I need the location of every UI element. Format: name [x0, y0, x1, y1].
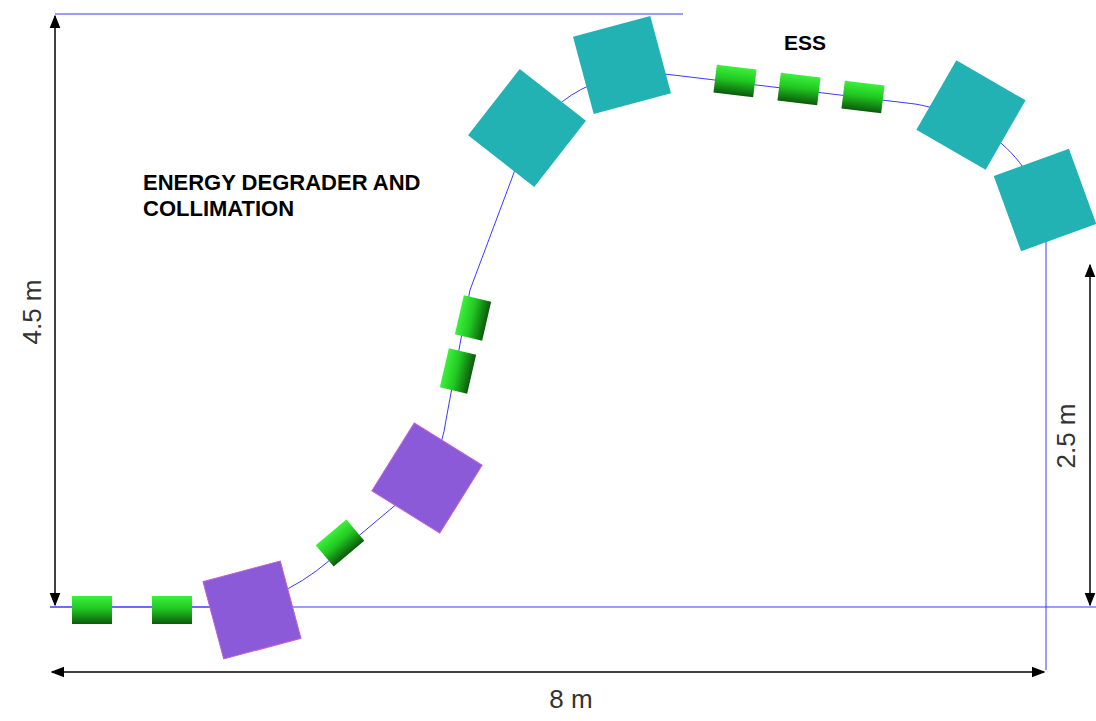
quadrupole-magnet: [316, 519, 365, 566]
dipole-magnet: [916, 60, 1025, 169]
quadrupole-magnet: [777, 73, 820, 106]
quadrupole-magnet: [455, 295, 491, 340]
quadrupole-magnet: [72, 596, 112, 624]
dimension-arrow: [52, 671, 1044, 673]
dimension-label: 2.5 m: [1051, 403, 1082, 468]
dimension-arrow: [54, 16, 56, 605]
dimension-label: 4.5 m: [17, 279, 48, 344]
dipole-magnet: [468, 69, 586, 187]
quadrupole-magnet: [841, 81, 884, 114]
dipole-magnet: [994, 149, 1096, 252]
quadrupole-magnet: [440, 348, 476, 393]
dimension-arrow: [1089, 265, 1091, 605]
quadrupole-magnet: [713, 65, 756, 98]
section-label: ESS: [784, 30, 826, 55]
section-label: ENERGY DEGRADER AND COLLIMATION: [143, 170, 453, 223]
dimension-label: 8 m: [549, 684, 592, 715]
reference-line: [1046, 235, 1047, 670]
dipole-magnet: [372, 423, 482, 533]
dipole-magnet: [573, 16, 671, 114]
dipole-magnet: [203, 561, 301, 659]
reference-line: [55, 14, 683, 15]
quadrupole-magnet: [152, 596, 192, 624]
